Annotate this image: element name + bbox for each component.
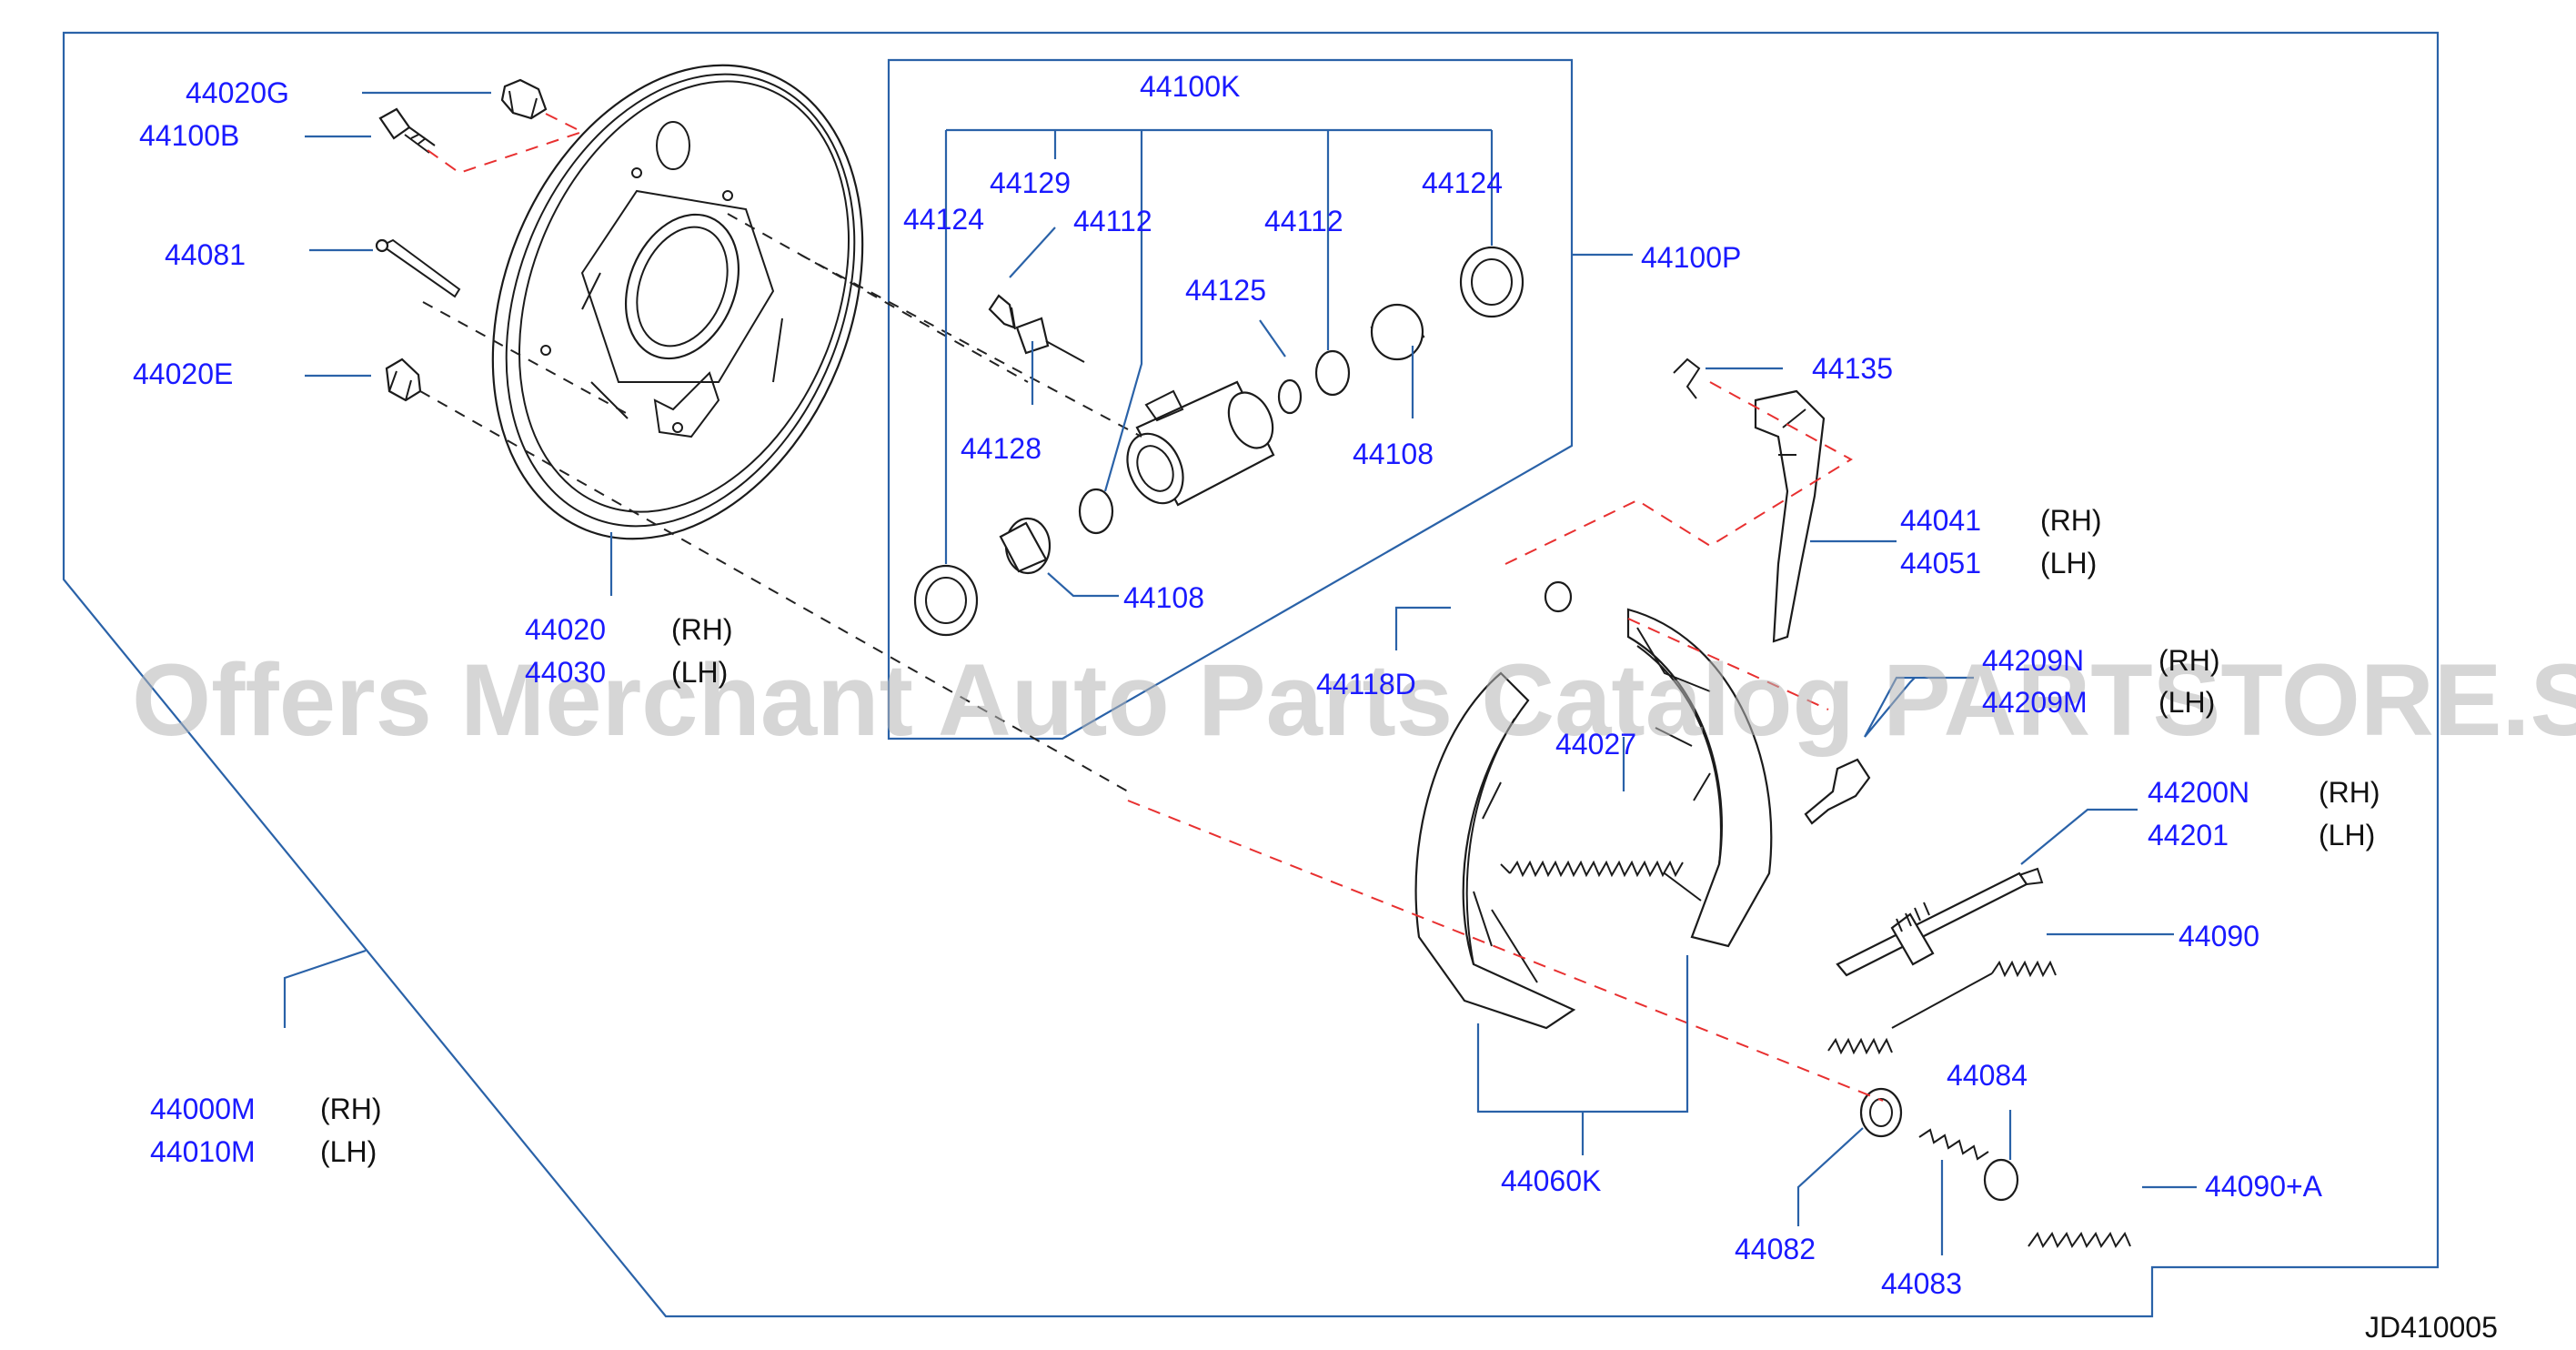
hold-down-pin-drawing — [1983, 1158, 2019, 1202]
red-centerlines — [427, 113, 1884, 1102]
label-44084[interactable]: 44084 — [1947, 1059, 2028, 1092]
label-44209N[interactable]: 44209N — [1982, 644, 2084, 677]
label-44124-left[interactable]: 44124 — [903, 203, 984, 236]
watermark: Offers Merchant Auto Parts Catalog PARTS… — [132, 643, 2576, 757]
label-44060K[interactable]: 44060K — [1501, 1164, 1601, 1197]
label-44010M-side: (LH) — [320, 1135, 377, 1168]
label-44020G[interactable]: 44020G — [186, 76, 289, 109]
assembly-outline — [62, 31, 2440, 1318]
label-44020-side: (RH) — [671, 613, 733, 646]
label-44051[interactable]: 44051 — [1900, 547, 1981, 579]
return-spring-drawing — [2028, 1231, 2131, 1249]
wheel-cylinder-box — [887, 58, 1574, 740]
hold-down-spring-drawing — [1918, 1128, 1989, 1161]
alignment-lines — [419, 213, 1142, 792]
label-44100P[interactable]: 44100P — [1641, 241, 1741, 274]
diagram-code: JD410005 — [2365, 1311, 2498, 1344]
label-44112-right[interactable]: 44112 — [1264, 205, 1343, 237]
lower-spring-drawing — [1827, 960, 2057, 1055]
adjuster-drawing — [1836, 867, 2044, 977]
label-44112-left[interactable]: 44112 — [1073, 205, 1152, 237]
label-44000M[interactable]: 44000M — [150, 1093, 256, 1125]
label-44135[interactable]: 44135 — [1812, 352, 1893, 385]
backing-plate-drawing — [491, 64, 864, 540]
label-44027[interactable]: 44027 — [1555, 728, 1636, 761]
label-44030-side: (LH) — [671, 656, 728, 689]
label-44041[interactable]: 44041 — [1900, 504, 1981, 537]
label-44020E[interactable]: 44020E — [133, 358, 233, 390]
label-44041-side: (RH) — [2040, 504, 2102, 537]
label-44100B[interactable]: 44100B — [139, 119, 239, 152]
label-44083[interactable]: 44083 — [1881, 1267, 1962, 1300]
label-44010M[interactable]: 44010M — [150, 1135, 256, 1168]
label-44128[interactable]: 44128 — [961, 432, 1041, 465]
label-44209M[interactable]: 44209M — [1982, 686, 2088, 719]
strut-drawing — [1804, 758, 1871, 825]
label-44209N-side: (RH) — [2158, 644, 2220, 677]
label-44051-side: (LH) — [2040, 547, 2097, 579]
clip-drawing — [1673, 358, 1701, 399]
boot-right-drawing — [1459, 246, 1524, 318]
label-44118D[interactable]: 44118D — [1316, 668, 1416, 700]
grommet-bottom-drawing — [385, 358, 422, 402]
bolt-drawing — [378, 107, 436, 154]
piston-right-drawing — [1370, 303, 1425, 361]
label-44100K[interactable]: 44100K — [1140, 70, 1240, 103]
label-44125[interactable]: 44125 — [1185, 274, 1266, 307]
pin-drawing — [375, 238, 461, 298]
washer-drawing — [1544, 580, 1573, 613]
label-44200N[interactable]: 44200N — [2148, 776, 2249, 809]
grommet-top-drawing — [500, 78, 548, 120]
lever-drawing — [1754, 389, 1826, 643]
cup-seal-drawing — [1078, 349, 1351, 535]
brake-shoe-set-drawing — [1414, 608, 1773, 1030]
piston-left-drawing — [999, 517, 1052, 575]
label-44201-side: (LH) — [2319, 819, 2375, 851]
label-44000M-side: (RH) — [320, 1093, 382, 1125]
label-44081[interactable]: 44081 — [165, 238, 246, 271]
label-44108-right[interactable]: 44108 — [1353, 438, 1434, 470]
label-44090[interactable]: 44090 — [2179, 920, 2259, 952]
upper-spring-drawing — [1500, 772, 1711, 878]
label-44200N-side: (RH) — [2319, 776, 2380, 809]
label-44090A[interactable]: 44090+A — [2205, 1170, 2323, 1203]
boot-left-drawing — [913, 564, 979, 637]
leader-lines — [283, 91, 2197, 1255]
label-44124-right[interactable]: 44124 — [1422, 166, 1503, 199]
label-44030[interactable]: 44030 — [525, 656, 606, 689]
hold-down-cup-drawing — [1859, 1087, 1903, 1138]
label-44108-left[interactable]: 44108 — [1123, 581, 1204, 614]
label-44020[interactable]: 44020 — [525, 613, 606, 646]
wheel-cylinder-body-drawing — [1126, 380, 1275, 507]
label-44082[interactable]: 44082 — [1735, 1233, 1816, 1265]
bleeder-drawing — [988, 294, 1085, 363]
label-44129[interactable]: 44129 — [990, 166, 1071, 199]
label-44209M-side: (LH) — [2158, 686, 2215, 719]
label-44201[interactable]: 44201 — [2148, 819, 2229, 851]
